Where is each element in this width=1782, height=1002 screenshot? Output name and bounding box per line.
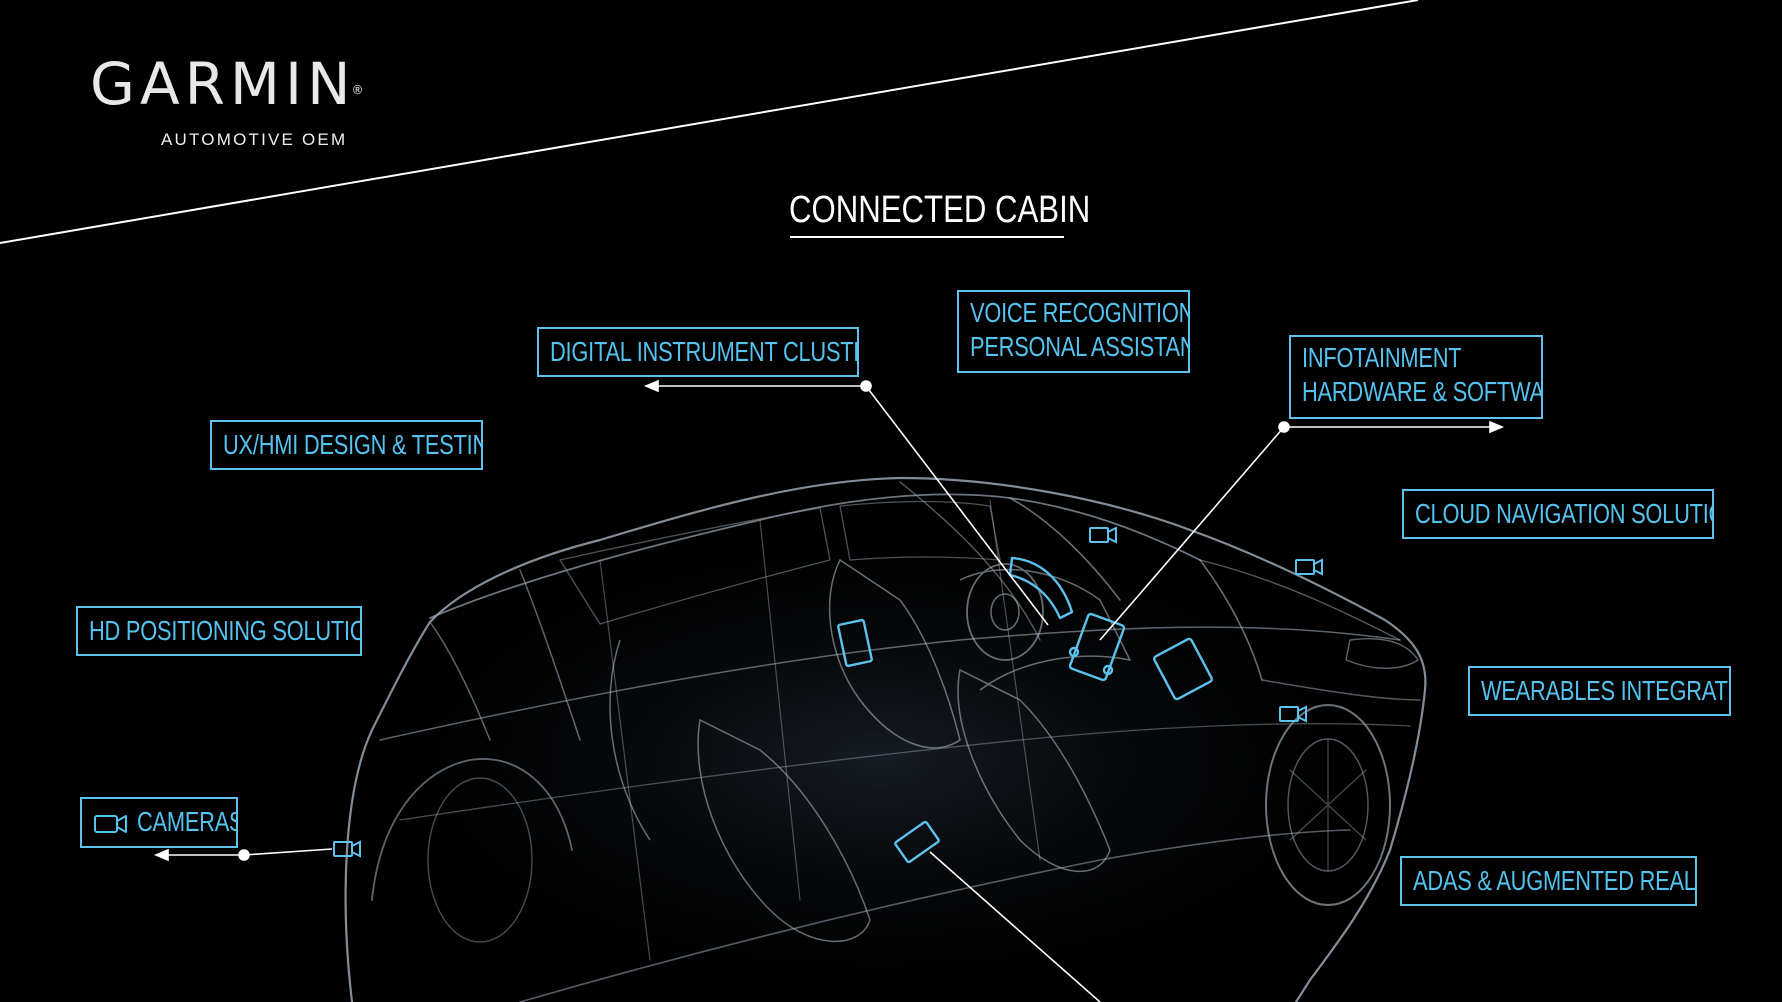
label-hd-positioning: HD POSITIONING SOLUTIONS: [76, 606, 362, 656]
label-text: CLOUD NAVIGATION SOLUTIONS: [1415, 498, 1712, 529]
cabin-devices: [837, 556, 1213, 864]
label-text: DIGITAL INSTRUMENT CLUSTERS: [550, 336, 857, 367]
interior-outline: [609, 558, 1132, 942]
rear-seat-display: [837, 618, 873, 668]
label-text: HD POSITIONING SOLUTIONS: [89, 615, 360, 646]
label-text: ADAS & AUGMENTED REALITY: [1413, 865, 1696, 896]
label-wearables: WEARABLES INTEGRATION: [1468, 666, 1731, 716]
brand-subtitle: AUTOMOTIVE OEM: [161, 130, 348, 149]
garmin-logo: GARMIN® AUTOMOTIVE OEM: [90, 52, 430, 149]
brand-name: GARMIN: [90, 50, 356, 118]
label-text: CAMERAS: [137, 806, 238, 837]
label-text: UX/HMI DESIGN & TESTING: [223, 429, 483, 460]
label-line: PERSONAL ASSISTANT: [970, 331, 1190, 362]
label-cameras: CAMERAS: [80, 797, 238, 848]
page-title: CONNECTED CABIN: [789, 189, 1091, 231]
title-underline: [790, 236, 1064, 238]
registered-mark: ®: [351, 83, 364, 97]
car-cameras: [333, 526, 1323, 858]
label-text: WEARABLES INTEGRATION: [1481, 675, 1729, 706]
label-text: VOICE RECOGNITION & PERSONAL ASSISTANT: [970, 296, 1190, 364]
car-body-outline: [344, 476, 1427, 1002]
label-line: INFOTAINMENT: [1302, 342, 1462, 373]
label-text: INFOTAINMENT HARDWARE & SOFTWARE: [1302, 341, 1543, 409]
diagonal-divider: [0, 0, 1419, 244]
video-camera-icon: [94, 815, 127, 833]
label-infotainment: INFOTAINMENT HARDWARE & SOFTWARE: [1289, 335, 1543, 419]
instrument-cluster-shape: [1008, 556, 1074, 620]
camera-icon: [1295, 558, 1323, 576]
passenger-display: [1153, 637, 1213, 701]
label-voice-recognition: VOICE RECOGNITION & PERSONAL ASSISTANT: [957, 290, 1190, 373]
label-ux-hmi: UX/HMI DESIGN & TESTING: [210, 420, 483, 470]
label-line: VOICE RECOGNITION &: [970, 297, 1190, 328]
leader-lines: [153, 379, 1505, 1002]
infotainment-screen: [1068, 612, 1126, 682]
label-line: HARDWARE & SOFTWARE: [1302, 376, 1543, 407]
label-adas: ADAS & AUGMENTED REALITY: [1400, 856, 1697, 906]
camera-icon: [1279, 705, 1307, 723]
label-digital-instrument-clusters: DIGITAL INSTRUMENT CLUSTERS: [537, 327, 859, 377]
camera-icon: [1089, 526, 1117, 544]
label-cloud-navigation: CLOUD NAVIGATION SOLUTIONS: [1402, 489, 1714, 539]
console-device: [894, 820, 940, 864]
camera-icon: [333, 840, 361, 858]
brand-wordmark: GARMIN®: [90, 52, 430, 122]
